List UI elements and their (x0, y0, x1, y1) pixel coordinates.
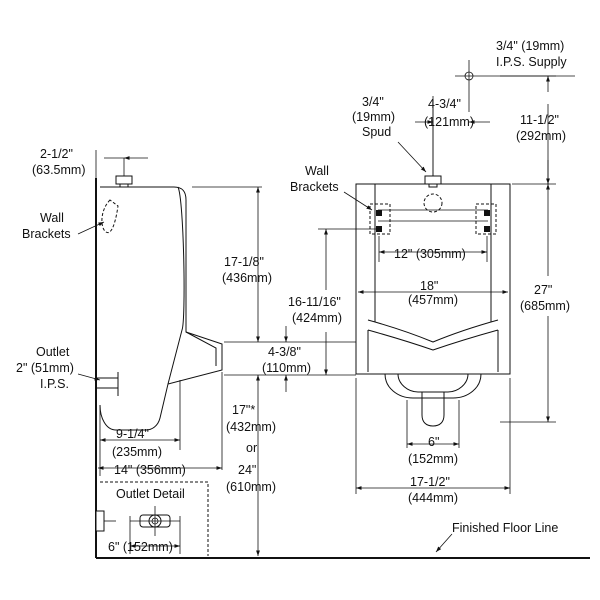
width-in-label: 18" (420, 279, 438, 293)
base-width-in-label: 17-1/2" (410, 475, 450, 489)
spud-offset-in-label: 4-3/4" (428, 97, 461, 111)
overall-height-in-label: 27" (534, 283, 552, 297)
side-height-mm-label: (436mm) (222, 271, 272, 285)
outlet-ips-label: I.P.S. (40, 377, 69, 391)
bracket-spacing-label: 12" (305mm) (394, 247, 466, 261)
lip-offset-in-label: 4-3/8" (268, 345, 301, 359)
wall-brackets-side-label-1: Wall (40, 211, 64, 225)
rim-height-1-mm-label: (432mm) (226, 420, 276, 434)
side-height-in-label: 17-1/8" (224, 255, 264, 269)
rim-height-2-label: 24" (238, 463, 256, 477)
side-view-dimensions (77, 150, 356, 556)
outlet-detail (95, 481, 209, 556)
rim-height-2-mm-label: (610mm) (226, 480, 276, 494)
spud-size-mm-label: (19mm) (352, 110, 395, 124)
rim-height-1-label: 17"* (232, 403, 255, 417)
outlet-width-mm-label: (152mm) (408, 452, 458, 466)
base-width-mm-label: (444mm) (408, 491, 458, 505)
front-view-dimensions (318, 60, 575, 553)
rim-height-or-label: or (246, 441, 257, 455)
overall-height-mm-label: (685mm) (520, 299, 570, 313)
depth-total-label: 14" (356mm) (114, 463, 186, 477)
depth-outlet-in-label: 9-1/4" (116, 427, 149, 441)
supply-height-mm-label: (292mm) (516, 129, 566, 143)
outlet-detail-dim-label: 6" (152mm) (108, 540, 173, 554)
supply-size-label: 3/4" (19mm) (496, 39, 564, 53)
dimension-labels: 3/4" (19mm) I.P.S. Supply 3/4" (19mm) Sp… (16, 39, 570, 554)
lip-offset-mm-label: (110mm) (262, 361, 311, 375)
finished-floor-label: Finished Floor Line (452, 521, 558, 535)
bracket-to-outlet-mm-label: (424mm) (292, 311, 342, 325)
wall-and-floor (95, 178, 590, 559)
outlet-label: Outlet (36, 345, 70, 359)
spud-label: Spud (362, 125, 391, 139)
wall-brackets-side-label-2: Brackets (22, 227, 71, 241)
wall-brackets-front-label-2: Brackets (290, 180, 339, 194)
wall-brackets-front-label-1: Wall (305, 164, 329, 178)
supply-type-label: I.P.S. Supply (496, 55, 567, 69)
bracket-to-outlet-in-label: 16-11/16" (288, 295, 341, 309)
depth-outlet-mm-label: (235mm) (112, 445, 162, 459)
outlet-size-label: 2" (51mm) (16, 361, 74, 375)
width-mm-label: (457mm) (408, 293, 458, 307)
supply-height-in-label: 11-1/2" (520, 113, 559, 127)
side-view-urinal (96, 158, 223, 431)
side-spud-in-label: 2-1/2" (40, 147, 73, 161)
spud-size-in-label: 3/4" (362, 95, 384, 109)
outlet-detail-label: Outlet Detail (116, 487, 185, 501)
side-spud-mm-label: (63.5mm) (32, 163, 85, 177)
spud-offset-mm-label: (121mm) (424, 115, 474, 129)
outlet-width-in-label: 6" (428, 435, 439, 449)
